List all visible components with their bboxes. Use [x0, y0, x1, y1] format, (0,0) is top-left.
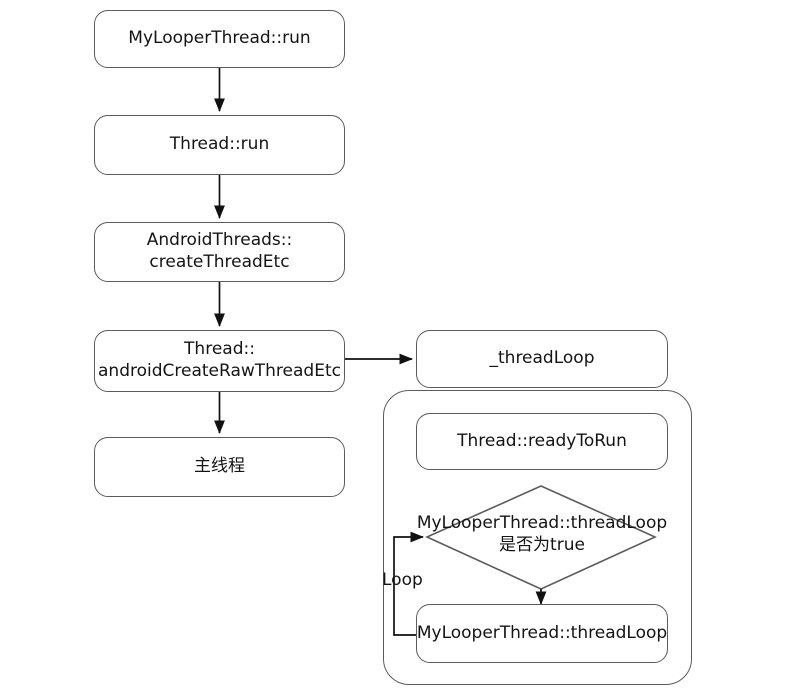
node-label-line2: androidCreateRawThreadEtc: [98, 361, 341, 381]
node-label-line2: createThreadEtc: [149, 252, 290, 272]
node-thread-readytorun[interactable]: Thread::readyToRun: [416, 413, 668, 470]
node-label: Thread:: androidCreateRawThreadEtc: [95, 339, 344, 383]
node-label: Thread::readyToRun: [457, 430, 627, 451]
node-label-line1: Thread::: [184, 339, 255, 360]
node-label: AndroidThreads:: createThreadEtc: [95, 230, 344, 274]
node-thread-run[interactable]: Thread::run: [94, 115, 345, 175]
node-main-thread[interactable]: 主线程: [94, 437, 345, 497]
node-label: _threadLoop: [489, 348, 595, 369]
node-label: Thread::run: [169, 134, 270, 155]
arrow-loop-back: [393, 531, 425, 636]
node-mylooperthread-run[interactable]: MyLooperThread::run: [94, 10, 345, 68]
node-label: MyLooperThread::run: [128, 28, 311, 49]
node-thread-androidcreaterawthreadetc[interactable]: Thread:: androidCreateRawThreadEtc: [94, 330, 345, 392]
node-label-line1: AndroidThreads::: [146, 230, 293, 251]
node-decision-mylooperthread-threadloop-is-true[interactable]: [427, 486, 655, 589]
edge-label-loop: Loop: [382, 570, 423, 590]
threadloop-group-container: [383, 390, 692, 685]
node-threadloop-entry[interactable]: _threadLoop: [416, 330, 668, 388]
node-label: MyLooperThread::threadLoop: [416, 622, 668, 643]
node-androidthreads-createthreadetc[interactable]: AndroidThreads:: createThreadEtc: [94, 222, 345, 282]
node-label: 主线程: [194, 456, 245, 477]
node-mylooperthread-threadloop-call[interactable]: MyLooperThread::threadLoop: [416, 604, 668, 663]
